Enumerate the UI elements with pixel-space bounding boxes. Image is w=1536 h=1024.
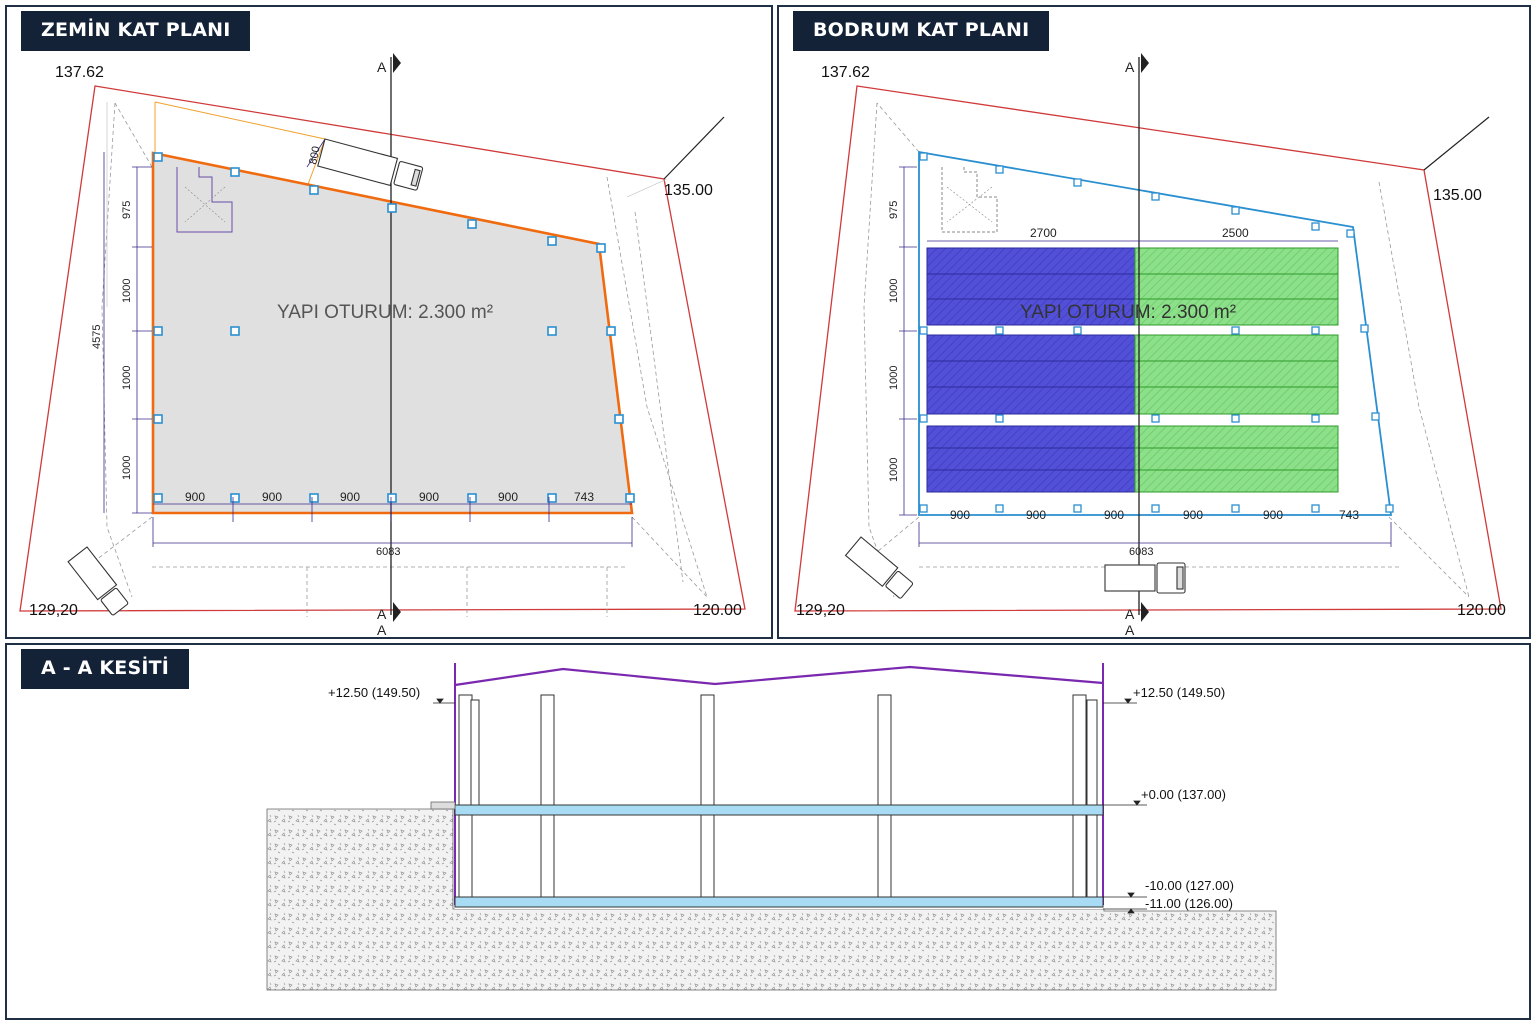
dim-left-1: 975 (888, 201, 900, 219)
basement-footprint (918, 150, 1393, 516)
dim-bottom-4: 900 (419, 490, 439, 504)
dim-left-4: 1000 (121, 456, 133, 480)
level-ground: +0.00 (137.00) (1141, 787, 1226, 802)
dim-bottom-1: 900 (950, 508, 970, 522)
dim-left-4: 1000 (888, 458, 900, 482)
dimension-lines (899, 166, 1392, 547)
ground-floor-plan-drawing: A A A 900 900 900 (19, 53, 746, 637)
column-markers (153, 152, 635, 503)
dimension-lines (103, 138, 633, 547)
section-panel: +12.50 (149.50) +12.50 (149.50) +0.00 (1… (5, 643, 1531, 1020)
elevation-bottom-right: 120.00 (1457, 602, 1506, 619)
dim-left-1: 975 (121, 201, 133, 219)
elevation-top-left: 137.62 (821, 64, 870, 81)
dim-top-1: 2700 (1030, 226, 1057, 240)
dim-left-2: 1000 (888, 279, 900, 303)
core-room (941, 167, 998, 233)
footprint-label: YAPI OTURUM: 2.300 m² (277, 302, 493, 323)
level-marker-lines (433, 698, 1147, 914)
ground-slab (454, 804, 1104, 816)
access-road-line (663, 116, 725, 180)
level-top-left: +12.50 (149.50) (328, 685, 420, 700)
dim-bottom-4: 900 (1183, 508, 1203, 522)
parking-green-zone (1134, 247, 1339, 493)
level-basement: -10.00 (127.00) (1145, 878, 1234, 893)
dim-bottom-6: 743 (1339, 508, 1359, 522)
basement-plan-panel: A A A 2700 2500 900 900 900 900 900 743 (777, 5, 1531, 639)
section-marker-bottom-2: A (1125, 622, 1135, 637)
elevation-top-right: 135.00 (1433, 187, 1482, 204)
section-marker-bottom: A (377, 606, 387, 622)
parcel-boundary (794, 85, 1502, 612)
dim-bottom-2: 900 (1026, 508, 1046, 522)
columns (458, 694, 1098, 898)
dim-left-3: 1000 (888, 366, 900, 390)
dim-bottom-2: 900 (262, 490, 282, 504)
dim-bottom-1: 900 (185, 490, 205, 504)
section-marker-top: A (1125, 59, 1135, 75)
ground-plan-title: ZEMİN KAT PLANI (21, 11, 251, 51)
truck-icon (1104, 562, 1186, 594)
dim-left-3: 1000 (121, 366, 133, 390)
level-foundation: -11.00 (126.00) (1145, 896, 1233, 911)
section-marker-bottom: A (1125, 606, 1135, 622)
dim-bottom-3: 900 (1104, 508, 1124, 522)
roof-line (454, 665, 1104, 687)
dim-bottom-5: 900 (1263, 508, 1283, 522)
building-footprint (151, 151, 634, 515)
level-top-right: +12.50 (149.50) (1133, 685, 1225, 700)
dim-bottom-3: 900 (340, 490, 360, 504)
setback-lines (86, 102, 708, 617)
elevation-bottom-left: 129,20 (796, 602, 845, 619)
dim-bottom-5: 900 (498, 490, 518, 504)
dim-total: 6083 (1129, 546, 1153, 558)
section-title: A - A KESİTİ (21, 649, 190, 689)
dim-total: 6083 (376, 546, 400, 558)
truck-icon-2 (67, 546, 129, 616)
access-road-line (1423, 116, 1490, 171)
soil-mass (266, 808, 1277, 991)
building-interior (455, 685, 1103, 909)
core-room (176, 167, 233, 233)
ground-floor-plan-panel: A A A 900 900 900 (5, 5, 773, 639)
dim-top-2: 2500 (1222, 226, 1249, 240)
basement-plan-title: BODRUM KAT PLANI (793, 11, 1050, 51)
section-marker-bottom-2: A (377, 622, 387, 637)
elevation-bottom-right: 120.00 (693, 602, 742, 619)
basement-slab (454, 896, 1104, 908)
footprint-label: YAPI OTURUM: 2.300 m² (1020, 302, 1236, 323)
section-marker-top: A (377, 59, 387, 75)
column-markers (919, 152, 1394, 513)
parking-blue-zone (926, 247, 1136, 493)
elevation-top-right: 135.00 (664, 182, 713, 199)
dim-left-total: 4575 (91, 325, 103, 349)
dim-bottom-6: 743 (574, 490, 594, 504)
section-drawing: +12.50 (149.50) +12.50 (149.50) +0.00 (1… (266, 663, 1277, 991)
truck-icon (317, 138, 424, 191)
elevation-bottom-left: 129,20 (29, 602, 78, 619)
dim-left-2: 1000 (121, 279, 133, 303)
basement-plan-drawing: A A A 2700 2500 900 900 900 900 900 743 (794, 53, 1506, 637)
parcel-boundary (19, 85, 746, 612)
truck-icon-2 (844, 536, 914, 599)
elevation-top-left: 137.62 (55, 64, 104, 81)
